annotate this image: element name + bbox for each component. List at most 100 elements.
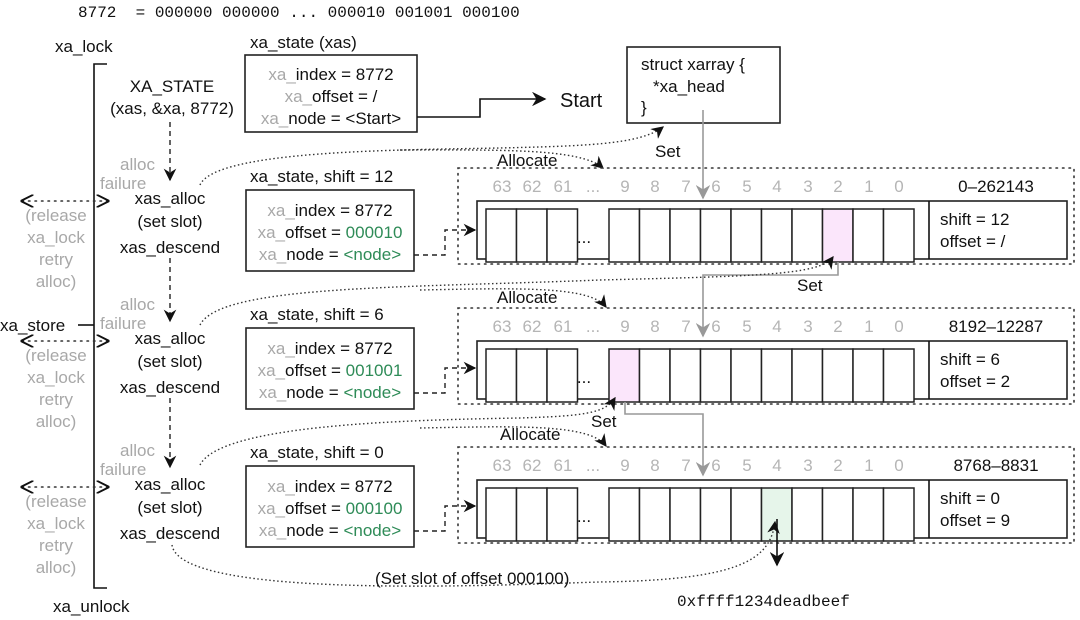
slot-index: 2: [833, 456, 842, 475]
slot-cell: [821, 487, 854, 542]
slot-cell: [485, 487, 518, 542]
slot-cell: [515, 208, 548, 263]
node-shift: shift = 0: [940, 489, 1000, 508]
slot-index: 62: [523, 177, 542, 196]
allocate-label-3: Allocate: [500, 425, 560, 444]
set-label-head: Set: [655, 142, 681, 161]
slot-index: 6: [711, 456, 720, 475]
slot-ellipsis: ...: [577, 228, 591, 247]
node-offset: offset = 2: [940, 372, 1010, 391]
level-state-title: xa_state, shift = 12: [250, 167, 393, 186]
level-2: xa_state, shift = 0xa_index = 8772xa_off…: [245, 443, 1075, 548]
slot-cell: [760, 208, 793, 263]
slot-index: 1: [864, 317, 873, 336]
level-state-index: xa_index = 8772: [267, 477, 392, 496]
slot-index: 1: [864, 177, 873, 196]
release-retry-text: retry: [39, 536, 74, 555]
slot-cell: [791, 487, 824, 542]
slot-index: 63: [493, 456, 512, 475]
alloc-step-2: allocfailure(releasexa_lockretryalloc)xa…: [22, 441, 220, 577]
node-container: [457, 446, 1075, 544]
level-state-box: [245, 327, 415, 410]
node-pointer: [414, 361, 477, 394]
slot-cell: [515, 348, 548, 403]
level-state-node: xa_node = <node>: [259, 383, 401, 402]
xa-unlock-label: xa_unlock: [53, 597, 130, 616]
release-retry-text: xa_lock: [27, 514, 85, 533]
xas-alloc-label: xas_alloc: [135, 329, 206, 348]
slot-index: 5: [742, 177, 751, 196]
node-range: 8768–8831: [953, 456, 1038, 475]
slot-cell: [852, 487, 885, 542]
node-offset: offset = 9: [940, 511, 1010, 530]
level-state-title: xa_state, shift = 0: [250, 443, 384, 462]
slot-cell: [730, 348, 763, 403]
node-shift: shift = 6: [940, 350, 1000, 369]
initial-offset: xa_offset = /: [285, 87, 378, 106]
slot-index: 63: [493, 177, 512, 196]
lock-bracket: [93, 63, 107, 589]
slot-index: 4: [772, 177, 781, 196]
slot-index: 63: [493, 317, 512, 336]
release-retry-text: alloc): [36, 558, 77, 577]
slot-index: 5: [742, 317, 751, 336]
slot-cell: [699, 348, 732, 403]
xas-descend-label: xas_descend: [120, 524, 220, 543]
release-retry-text: retry: [39, 250, 74, 269]
slot-cell: [669, 487, 702, 542]
slot-cell: [546, 487, 579, 542]
slot-index: 4: [772, 317, 781, 336]
alloc-failure-label: failure: [100, 314, 146, 333]
slot-ellipsis: ...: [577, 507, 591, 526]
set-slot-label: (set slot): [137, 212, 202, 231]
slot-index: 0: [894, 177, 903, 196]
set-slot-final-curve: [171, 520, 780, 587]
slot-ellipsis: ...: [577, 368, 591, 387]
slot-cell: [821, 348, 854, 403]
slot-cell: [546, 348, 579, 403]
release-retry-text: alloc): [36, 412, 77, 431]
slot-index: 9: [620, 456, 629, 475]
level-state-offset: xa_offset = 000010: [258, 223, 403, 242]
slot-cell: [791, 348, 824, 403]
slot-cell: [638, 208, 671, 263]
xa-state-macro-args: (xas, &xa, 8772): [110, 99, 234, 118]
slot-index: 6: [711, 317, 720, 336]
slot-index: 7: [681, 177, 690, 196]
alloc-failure-label: alloc: [120, 155, 155, 174]
slot-cell: [760, 348, 793, 403]
slot-cell: [669, 208, 702, 263]
slot-cell: [485, 208, 518, 263]
allocate-label-1: Allocate: [497, 151, 557, 170]
xarray-struct-line1: struct xarray {: [641, 55, 745, 74]
slot-cell: [608, 208, 641, 263]
slot-index: 3: [803, 317, 812, 336]
slot-cell: [485, 348, 518, 403]
slot-cell: [791, 208, 824, 263]
initial-index: xa_index = 8772: [268, 65, 393, 84]
start-arrow: [417, 91, 547, 118]
level-state-title: xa_state, shift = 6: [250, 305, 384, 324]
slot-index: 8: [650, 456, 659, 475]
slot-index: 2: [833, 317, 842, 336]
slot-cell: [699, 208, 732, 263]
node-range: 8192–12287: [949, 317, 1044, 336]
initial-state-box: [244, 54, 418, 133]
slot-cell: [669, 348, 702, 403]
level-state-index: xa_index = 8772: [267, 339, 392, 358]
binary-representation: 8772 = 000000 000000 ... 000010 001001 0…: [78, 4, 520, 22]
node-offset: offset = /: [940, 232, 1006, 251]
slot-index: 7: [681, 317, 690, 336]
xarray-struct-line3: }: [641, 98, 647, 117]
slot-index: 6: [711, 177, 720, 196]
slot-index: 3: [803, 456, 812, 475]
slot-index: ...: [586, 456, 600, 475]
set-slot-label: (set slot): [137, 352, 202, 371]
final-value: 0xffff1234deadbeef: [677, 593, 850, 611]
slot-cell: [699, 487, 732, 542]
node-pointer: [414, 499, 477, 532]
start-label: Start: [560, 90, 603, 112]
final-note: (Set slot of offset 000100): [375, 569, 569, 588]
